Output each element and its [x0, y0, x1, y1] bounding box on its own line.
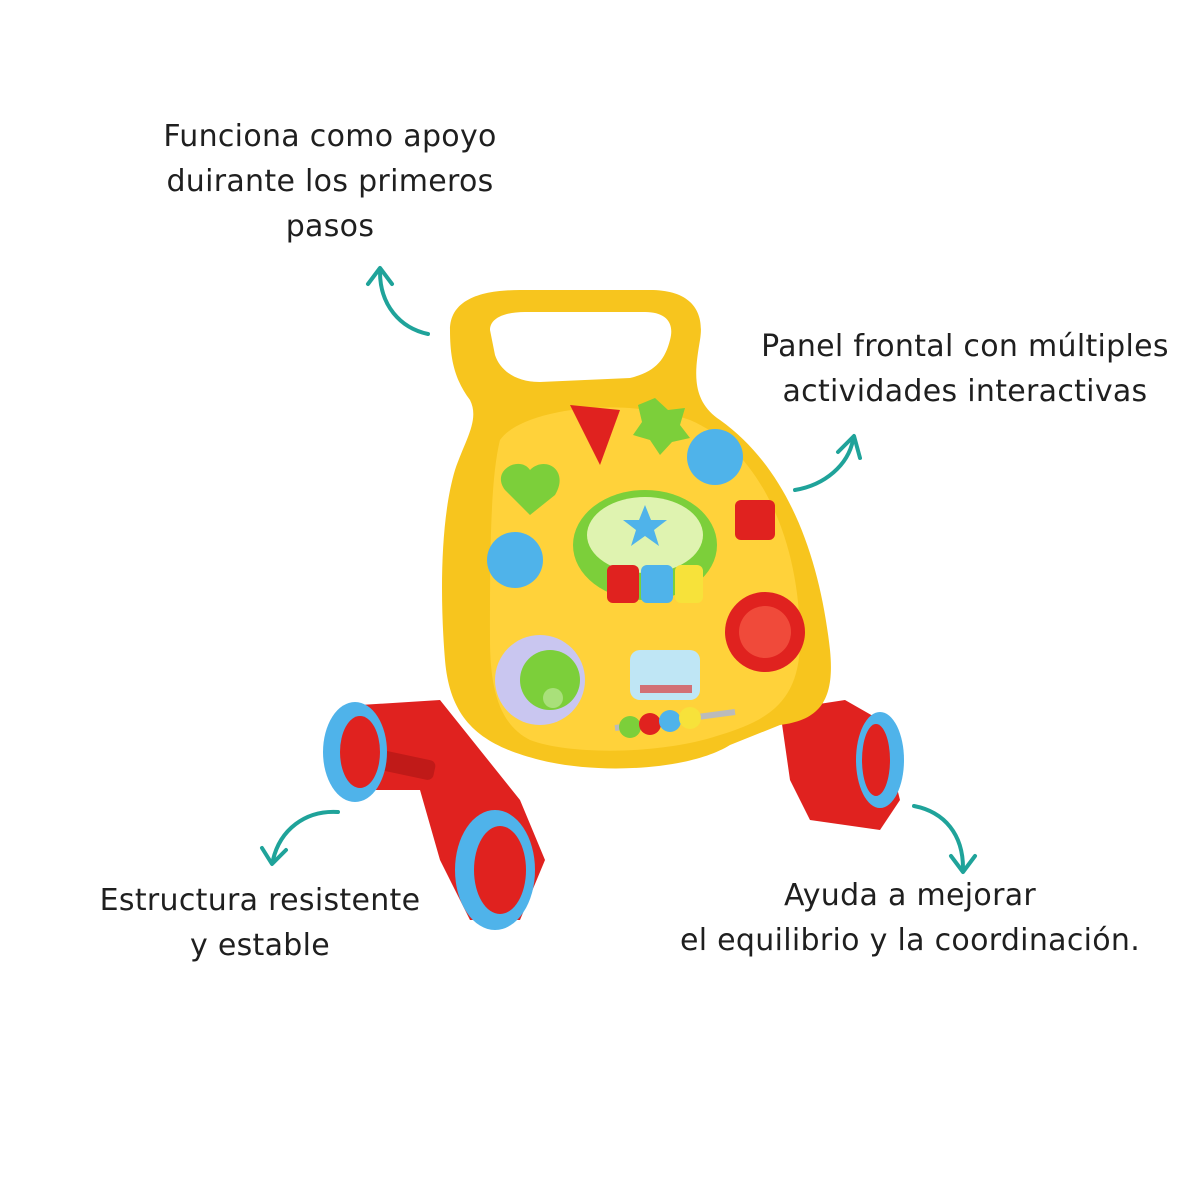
- square-button: [735, 500, 775, 540]
- wheel-back-right: [856, 712, 904, 808]
- panel-buttons: [487, 398, 805, 738]
- star-shape-button: [633, 398, 690, 455]
- circle-button-right: [687, 429, 743, 485]
- caption-support-line: pasos: [285, 209, 375, 244]
- caption-structure-line: y estable: [189, 928, 331, 963]
- caption-panel: Panel frontal con múltiples actividades …: [730, 324, 1200, 414]
- star-light-icon: [623, 505, 667, 546]
- wheel-back-left: [323, 702, 387, 802]
- triangle-button: [570, 405, 620, 465]
- piano-key-yellow: [675, 565, 703, 603]
- caption-support-line: Funciona como apoyo: [163, 119, 497, 154]
- wheel-front-left: [455, 810, 535, 930]
- caption-panel-line: actividades interactivas: [782, 374, 1148, 409]
- heart-button: [500, 463, 560, 515]
- piano-key-red: [607, 565, 639, 603]
- caption-support-line: duirante los primeros: [166, 164, 494, 199]
- caption-balance-line: el equilibrio y la coordinación.: [679, 923, 1141, 958]
- caption-support: Funciona como apoyo duirante los primero…: [120, 114, 540, 249]
- piano-key-blue: [641, 565, 673, 603]
- circle-button-left: [487, 532, 543, 588]
- caption-structure-line: Estructura resistente: [99, 883, 421, 918]
- caption-structure: Estructura resistente y estable: [80, 878, 440, 968]
- caption-panel-line: Panel frontal con múltiples: [761, 329, 1169, 364]
- caption-balance-line: Ayuda a mejorar: [783, 878, 1037, 913]
- caption-balance: Ayuda a mejorar el equilibrio y la coord…: [640, 873, 1180, 963]
